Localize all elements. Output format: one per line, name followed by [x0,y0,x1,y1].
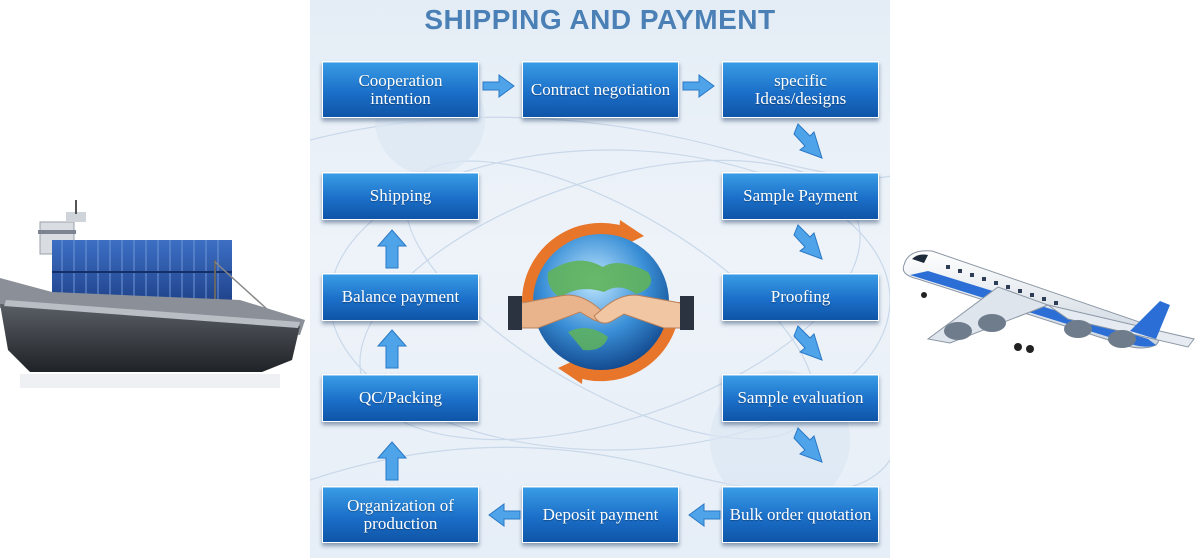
step-qc-packing: QC/Packing [322,374,479,422]
step-proofing: Proofing [722,273,879,321]
arrow-right-icon [482,74,515,98]
step-organization-of-production: Organization of production [322,486,479,543]
arrow-up-icon [376,229,408,269]
step-cooperation-intention: Cooperation intention [322,61,479,118]
diagram-title: SHIPPING AND PAYMENT [424,4,776,35]
step-deposit-payment: Deposit payment [522,486,679,543]
arrow-left-icon [688,503,721,527]
arrow-left-icon [488,503,521,527]
arrow-down-icon [793,427,823,463]
arrow-down-icon [793,224,823,260]
step-sample-evaluation: Sample evaluation [722,374,879,422]
airplane-image [902,250,1195,353]
step-sample-payment: Sample Payment [722,172,879,220]
step-balance-payment: Balance payment [322,273,479,321]
step-specific-ideas-designs: specific Ideas/designs [722,61,879,118]
arrow-right-icon [682,74,715,98]
arrow-up-icon [376,441,408,481]
arrow-down-icon [793,123,823,159]
step-shipping: Shipping [322,172,479,220]
cargo-ship-image [0,200,305,388]
step-bulk-order-quotation: Bulk order quotation [722,486,879,543]
globe-handshake-image [508,220,694,384]
arrow-up-icon [376,329,408,369]
arrow-down-icon [793,325,823,361]
step-contract-negotiation: Contract negotiation [522,61,679,118]
